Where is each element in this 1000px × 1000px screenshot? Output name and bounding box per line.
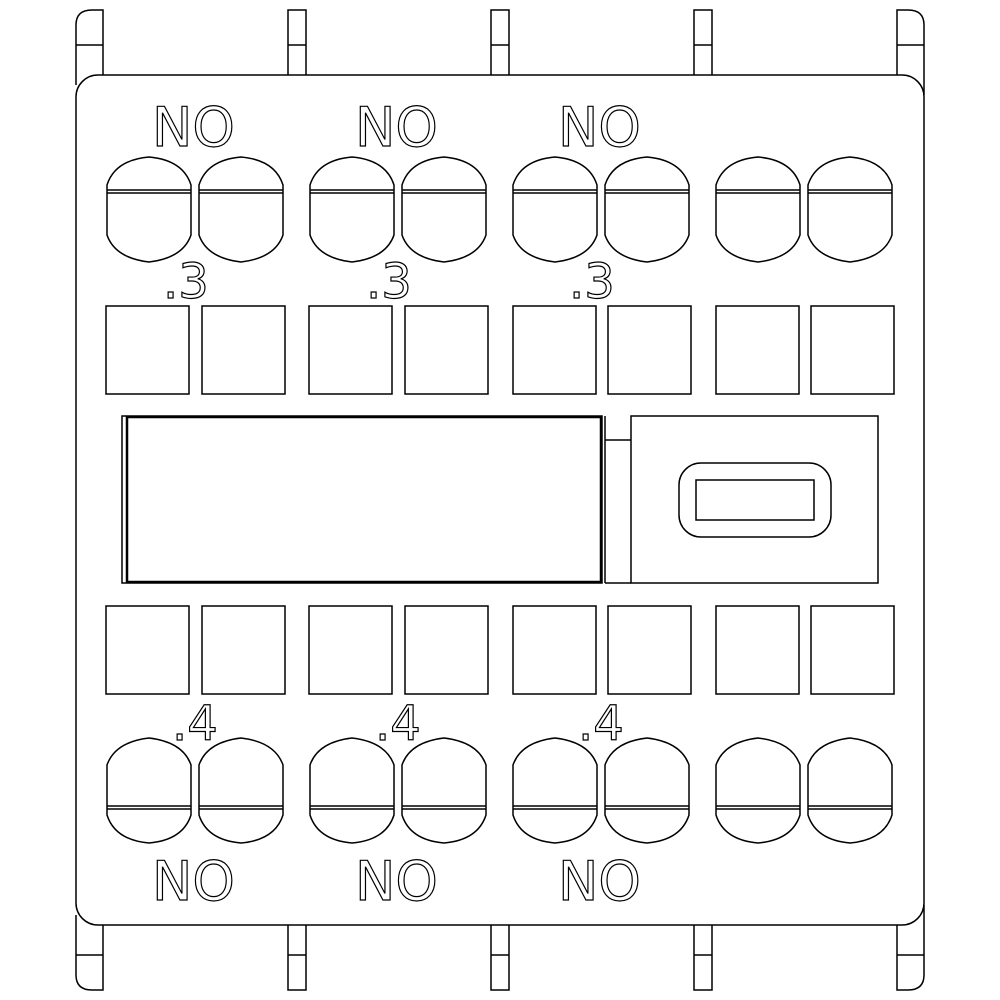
top-mounting-tabs: [75, 9, 925, 95]
bottom-label-3: NO: [558, 850, 641, 913]
bottom-number-2: .4: [375, 696, 421, 752]
bottom-mounting-tabs: [75, 905, 925, 991]
bottom-label-2: NO: [355, 850, 438, 913]
top-label-2: NO: [355, 96, 438, 159]
top-number-2: .3: [366, 254, 412, 310]
bottom-wire-openings: [105, 605, 895, 695]
top-label-3: NO: [558, 96, 641, 159]
top-screw-terminals: [106, 156, 893, 263]
top-number-1: .3: [163, 254, 209, 310]
top-label-1: NO: [152, 96, 235, 159]
housing-outline: [75, 74, 925, 926]
top-wire-openings: [105, 305, 895, 395]
bottom-number-1: .4: [172, 696, 218, 752]
indicator-panel: [630, 415, 879, 584]
label-window: [121, 415, 631, 584]
top-number-3: .3: [569, 254, 615, 310]
bottom-screw-terminals: [106, 737, 893, 844]
bottom-label-1: NO: [152, 850, 235, 913]
bottom-number-3: .4: [578, 696, 624, 752]
